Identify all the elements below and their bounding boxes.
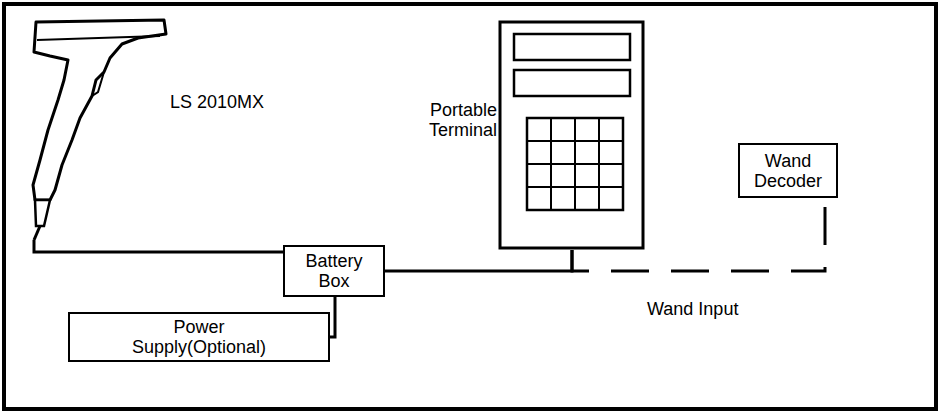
outer-border	[4, 4, 936, 409]
keypad-grid	[598, 118, 600, 210]
scanner-trigger	[92, 72, 104, 96]
keypad-grid	[527, 186, 623, 188]
scanner-cable	[34, 226, 40, 240]
keypad-grid	[527, 163, 623, 165]
wand-decoder-box: Wand Decoder	[738, 143, 838, 198]
terminal-screen	[514, 34, 630, 60]
box-label: Wand Decoder	[746, 151, 830, 191]
scanner-head-line	[37, 36, 160, 40]
keypad	[527, 118, 623, 210]
cable-line	[34, 240, 283, 252]
box-label: Battery Box	[291, 251, 377, 291]
part-label: LS 2010MX	[170, 92, 280, 112]
part-label: Portable Terminal	[415, 100, 497, 140]
battery-box: Battery Box	[283, 245, 385, 297]
terminal-screen	[514, 70, 630, 96]
portable-terminal: Portable Terminal	[415, 18, 647, 250]
strain-relief	[35, 200, 50, 226]
cable-line	[385, 250, 572, 271]
scanner-illustration: LS 2010MX	[22, 14, 282, 240]
box-label: Power Supply(Optional)	[114, 317, 284, 357]
scanner-body	[33, 20, 166, 200]
cable-line	[330, 297, 335, 337]
wire-label: Wand Input	[644, 299, 741, 319]
terminal-body	[500, 22, 643, 248]
scanner-drawing	[22, 14, 282, 240]
power-supply-box: Power Supply(Optional)	[68, 312, 330, 362]
